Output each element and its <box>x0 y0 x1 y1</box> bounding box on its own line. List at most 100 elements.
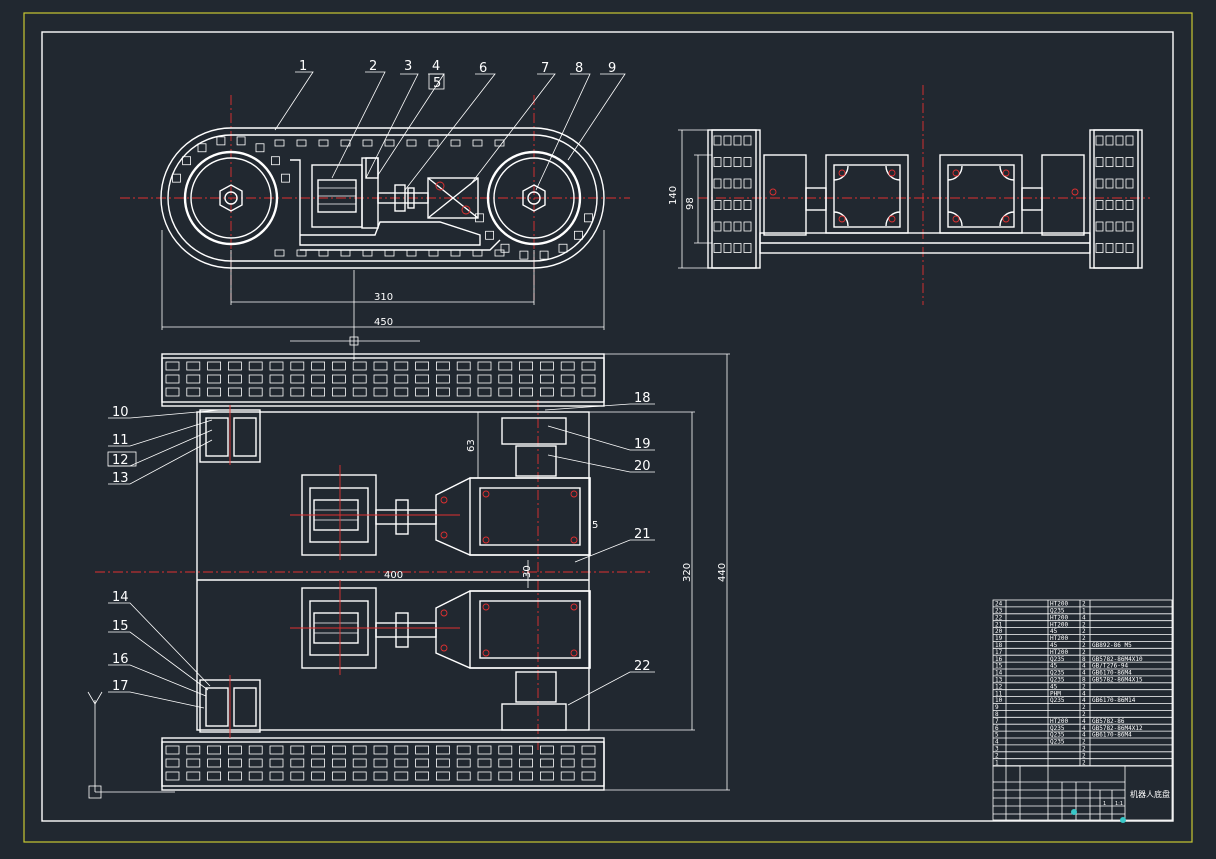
track-hole <box>352 758 367 768</box>
track-hole <box>1115 243 1124 253</box>
track-hole <box>1115 178 1124 189</box>
track-hole <box>373 361 388 371</box>
track-hole <box>581 361 596 371</box>
track-tooth <box>384 139 395 147</box>
track-hole <box>227 745 242 755</box>
track-hole <box>1115 157 1124 167</box>
track-hole <box>248 387 263 397</box>
track-hole <box>743 135 752 146</box>
track-tooth <box>296 139 307 147</box>
track-hole <box>723 243 732 253</box>
part-label-13: 13 <box>112 471 129 486</box>
bom-item-no: 23 <box>995 608 1003 615</box>
track-hole <box>733 200 742 210</box>
track-hole <box>743 178 752 189</box>
bom-qty: 2 <box>1082 752 1086 759</box>
dim-98: 98 <box>685 197 696 210</box>
track-hole <box>519 745 533 755</box>
track-hole <box>1105 243 1114 253</box>
part-label-3: 3 <box>404 59 412 74</box>
track-hole <box>477 387 492 397</box>
bom-item-no: 19 <box>995 635 1003 642</box>
track-tooth <box>340 139 351 147</box>
track-hole <box>713 178 722 189</box>
track-hole <box>269 771 284 781</box>
bom-item-no: 22 <box>995 614 1003 621</box>
bom-material: 45 <box>1050 683 1058 690</box>
part-label-15: 15 <box>112 619 129 634</box>
track-hole <box>1095 243 1104 253</box>
outer-frame <box>23 12 1193 843</box>
track-hole <box>415 745 430 755</box>
track-hole <box>186 758 201 768</box>
track-hole <box>560 387 575 397</box>
part-label-16: 16 <box>112 652 129 667</box>
bom-item-no: 20 <box>995 628 1003 635</box>
track-hole <box>733 243 742 253</box>
bom-standard: GB6170-86M4 <box>1092 732 1132 739</box>
track-hole <box>498 387 513 397</box>
track-hole <box>456 374 471 384</box>
track-hole <box>456 361 471 371</box>
track-hole <box>290 374 305 384</box>
track-hole <box>373 745 388 755</box>
track-hole <box>352 361 367 371</box>
track-hole <box>581 771 596 781</box>
track-hole <box>456 745 471 755</box>
track-hole <box>1095 221 1104 232</box>
track-hole <box>713 221 722 232</box>
track-hole <box>331 771 346 781</box>
bom-item-no: 6 <box>995 725 999 732</box>
track-hole <box>723 178 732 189</box>
track-hole <box>713 157 722 167</box>
track-hole <box>1125 243 1134 253</box>
track-hole <box>477 758 492 768</box>
part-label-18: 18 <box>634 391 651 406</box>
dim-63: 63 <box>466 439 477 452</box>
track-hole <box>1105 221 1114 232</box>
bom-material: Q235 <box>1050 725 1065 732</box>
bom-material: HT200 <box>1050 621 1068 628</box>
bom-qty: 4 <box>1082 663 1086 670</box>
track-tooth <box>450 249 461 257</box>
bom-item-no: 1 <box>995 759 999 766</box>
track-hole <box>269 374 284 384</box>
dimension-labels: 310 450 140 98 63 5 400 30 320 440 <box>374 186 728 582</box>
track-tooth <box>485 230 494 240</box>
track-hole <box>498 758 513 768</box>
bom-qty: 4 <box>1082 690 1086 697</box>
part-label-14: 14 <box>112 590 129 605</box>
bom-material: Q235 <box>1050 677 1065 684</box>
track-hole <box>165 745 180 755</box>
bom-qty: 4 <box>1082 732 1086 739</box>
track-hole <box>311 771 326 781</box>
track-hole <box>743 200 752 210</box>
track-tooth <box>318 139 329 147</box>
track-hole <box>519 758 533 768</box>
track-tooth <box>362 249 373 257</box>
part-label-17: 17 <box>112 679 129 694</box>
track-hole <box>290 771 305 781</box>
track-hole <box>248 771 263 781</box>
part-label-21: 21 <box>634 527 651 542</box>
track-hole <box>1095 157 1104 167</box>
track-hole <box>743 243 752 253</box>
inner-border <box>41 31 1174 822</box>
bom-material: 45 <box>1050 628 1058 635</box>
bom-standard: GB/T276-94 <box>1092 663 1129 670</box>
bom-qty: 2 <box>1082 739 1086 746</box>
sheet-value: 1 <box>1103 801 1106 807</box>
track-hole <box>331 758 346 768</box>
leaders-top <box>274 71 626 191</box>
track-hole <box>519 361 533 371</box>
track-hole <box>248 361 263 371</box>
track-hole <box>311 745 326 755</box>
bom-material: Q235 <box>1050 739 1065 746</box>
bom-qty: 2 <box>1082 628 1086 635</box>
part-label-22: 22 <box>634 659 651 674</box>
leaders-plan <box>107 403 655 709</box>
bom-item-no: 10 <box>995 697 1003 704</box>
bom-standard: GB5782-86M4X15 <box>1092 677 1143 684</box>
track-hole <box>713 200 722 210</box>
